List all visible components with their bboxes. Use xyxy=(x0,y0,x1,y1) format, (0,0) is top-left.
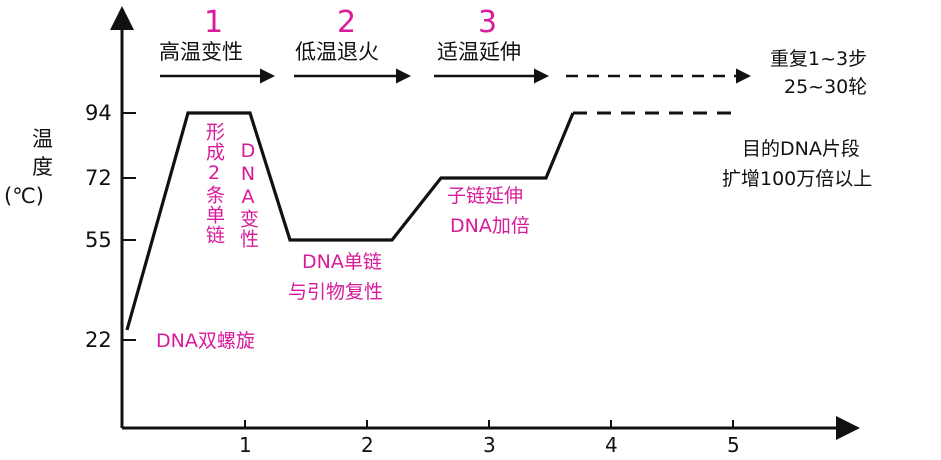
annotation-extension-line2: DNA加倍 xyxy=(450,215,530,237)
annotation-double-helix: DNA双螺旋 xyxy=(156,330,255,352)
phase-label-anneal: 低温退火 xyxy=(295,40,379,64)
x-tick-label-3: 3 xyxy=(483,433,496,457)
target-note-line1: 目的DNA片段 xyxy=(742,138,860,160)
y-axis-label-char-2: 度 xyxy=(32,155,53,179)
annotation-dna-denature: DNA变性 xyxy=(237,140,259,249)
temperature-curve xyxy=(125,111,575,331)
annotation-single-strand-line1: DNA单链 xyxy=(302,251,382,273)
phase-label-extend: 适温延伸 xyxy=(437,40,521,64)
x-tick-label-5: 5 xyxy=(727,433,740,457)
step-number-3: 3 xyxy=(478,5,498,40)
x-tick-label-2: 2 xyxy=(361,433,374,457)
repeat-note-line1: 重复1~3步 xyxy=(770,48,868,70)
target-note-line2: 扩增100万倍以上 xyxy=(722,168,873,190)
step-number-1: 1 xyxy=(204,5,224,40)
annotation-form-two-strands: 形成2条单链 xyxy=(203,122,225,245)
x-tick-label-1: 1 xyxy=(239,433,252,457)
annotation-extension-line1: 子链延伸 xyxy=(447,185,524,207)
step-number-2: 2 xyxy=(337,5,357,40)
y-tick-label-22: 22 xyxy=(85,328,112,352)
y-tick-label-94: 94 xyxy=(85,101,112,125)
annotation-single-strand-line2: 与引物复性 xyxy=(288,281,384,303)
x-tick-label-4: 4 xyxy=(605,433,618,457)
y-axis-unit: (℃) xyxy=(4,184,44,208)
repeat-note-line2: 25~30轮 xyxy=(784,76,868,98)
y-tick-label-72: 72 xyxy=(85,166,112,190)
y-tick-label-55: 55 xyxy=(85,228,112,252)
phase-label-denature: 高温变性 xyxy=(159,40,243,64)
y-axis-label-char-1: 温 xyxy=(32,127,53,151)
